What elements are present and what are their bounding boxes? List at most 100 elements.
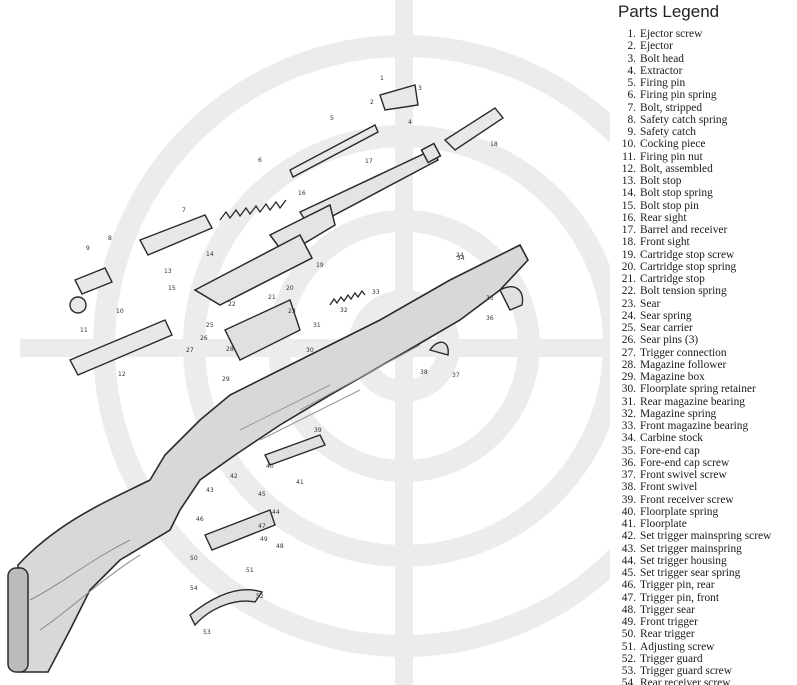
legend-item-number: 17. (621, 224, 636, 236)
legend-item: 8. Safety catch spring (612, 114, 797, 126)
legend-item-label: Bolt, assembled (640, 162, 713, 175)
callout-50: 50 (190, 555, 198, 562)
legend-item-number: 8. (627, 113, 636, 126)
legend-item-number: 34. (621, 432, 636, 445)
callout-29: 29 (222, 376, 230, 383)
legend-item-number: 24. (621, 309, 636, 322)
callout-19: 19 (316, 262, 324, 269)
legend-item-number: 15. (621, 199, 636, 212)
legend-item: 32.Magazine spring (612, 408, 797, 420)
callout-2: 2 (370, 99, 374, 106)
legend-item: 30.Floorplate spring retainer (612, 383, 797, 395)
callout-25: 25 (206, 322, 214, 329)
legend-item: 34.Carbine stock (612, 432, 797, 444)
exploded-rifle-diagram: 1 2 3 4 5 6 7 8 9 10 11 12 13 14 15 16 1… (7, 0, 610, 685)
callout-48: 48 (276, 543, 284, 550)
legend-item-number: 38. (621, 481, 636, 494)
legend-item-label: Bolt, stripped (640, 101, 703, 114)
callout-13: 13 (164, 268, 172, 275)
legend-item-label: Ejector screw (640, 28, 703, 40)
legend-item-label: Trigger sear (640, 603, 695, 616)
legend-item-number: 19. (621, 248, 636, 261)
watermark-target (20, 0, 610, 685)
callout-labels: 1 2 3 4 5 6 7 8 9 10 11 12 13 14 15 16 1… (80, 75, 498, 636)
legend-item-number: 46. (621, 579, 636, 592)
legend-item-label: Fore-end cap (640, 444, 700, 457)
legend-item-label: Firing pin (640, 77, 686, 89)
magazine-and-trigger-parts (189, 286, 524, 627)
legend-item-number: 1. (627, 28, 636, 40)
legend-title: Parts Legend (618, 2, 720, 21)
legend-item: 25.Sear carrier (612, 322, 797, 334)
legend-item: 37.Front swivel screw (612, 469, 797, 481)
legend-item-number: 51. (621, 640, 636, 653)
legend-item-number: 6. (627, 89, 636, 102)
legend-item: 16.Rear sight (612, 212, 797, 224)
callout-52: 52 (256, 593, 264, 600)
legend-item: 23.Sear (612, 298, 797, 310)
legend-item-number: 28. (621, 358, 636, 371)
legend-item-number: 16. (621, 211, 636, 224)
legend-item: 14.Bolt stop spring (612, 187, 797, 199)
legend-item-label: Magazine box (640, 371, 705, 383)
legend-item: 50.Rear trigger (612, 628, 797, 640)
legend-item: 22.Bolt tension spring (612, 285, 797, 297)
legend-item-label: Magazine spring (640, 407, 717, 420)
legend-item-number: 29. (621, 371, 636, 383)
callout-34: 34 (457, 255, 465, 262)
legend-item: 53.Trigger guard screw (612, 665, 797, 677)
callout-27: 27 (186, 347, 194, 354)
bolt-parts (69, 84, 505, 376)
legend-item: 44.Set trigger housing (612, 555, 797, 567)
legend-item: 40. Floorplate spring (612, 506, 797, 518)
callout-39: 39 (314, 427, 322, 434)
legend-item-label: Bolt stop pin (640, 199, 699, 212)
callout-21: 21 (268, 294, 276, 301)
legend-item-label: Magazine follower (640, 358, 727, 371)
legend-item-number: 13. (621, 175, 636, 187)
legend-item-number: 52. (621, 652, 636, 665)
legend-item: 1. Ejector screw (612, 28, 797, 40)
legend-item-label: Safety catch spring (640, 113, 728, 126)
legend-item: 47.Trigger pin, front (612, 592, 797, 604)
legend-item-label: Set trigger sear spring (640, 567, 741, 579)
legend-item-number: 36. (621, 456, 636, 469)
callout-20: 20 (286, 285, 294, 292)
legend-item-label: Floorplate spring retainer (640, 383, 756, 396)
legend-item-number: 12. (621, 162, 636, 175)
legend-item: 29. Magazine box (612, 371, 797, 383)
legend-item-number: 40. (621, 505, 636, 518)
legend-item-number: 7. (627, 101, 636, 114)
legend-item-label: Firing pin nut (640, 150, 703, 163)
legend-item: 18.Front sight (612, 236, 797, 248)
legend-item-label: Front swivel (640, 481, 698, 494)
legend-item-label: Bolt stop spring (640, 187, 713, 200)
legend-item-number: 4. (627, 64, 636, 77)
legend-item: 12. Bolt, assembled (612, 163, 797, 175)
legend-item: 11.Firing pin nut (612, 151, 797, 163)
legend-item-label: Trigger pin, rear (640, 579, 715, 592)
legend-item-label: Front receiver screw (640, 493, 734, 506)
legend-item-number: 9. (627, 126, 636, 138)
legend-item: 9.Safety catch (612, 126, 797, 138)
legend-item-number: 22. (621, 285, 636, 298)
legend-item: 4.Extractor (612, 65, 797, 77)
callout-31: 31 (313, 322, 321, 329)
legend-item-number: 33. (621, 420, 636, 432)
callout-12: 12 (118, 371, 126, 378)
legend-item-label: Cocking piece (640, 138, 706, 151)
legend-item-label: Set trigger housing (640, 554, 727, 567)
legend-item: 2.Ejector (612, 40, 797, 52)
callout-15: 15 (168, 285, 176, 292)
callout-36: 36 (486, 315, 494, 322)
legend-item-label: Set trigger mainspring screw (640, 530, 772, 543)
legend-item: 43.Set trigger mainspring (612, 543, 797, 555)
legend-item-number: 23. (621, 297, 636, 310)
legend-item-label: Floorplate spring (640, 505, 719, 518)
legend-item-label: Cartridge stop spring (640, 260, 737, 273)
callout-10: 10 (116, 308, 124, 315)
carbine-stock (7, 243, 529, 673)
legend-item-label: Rear magazine bearing (640, 395, 745, 408)
